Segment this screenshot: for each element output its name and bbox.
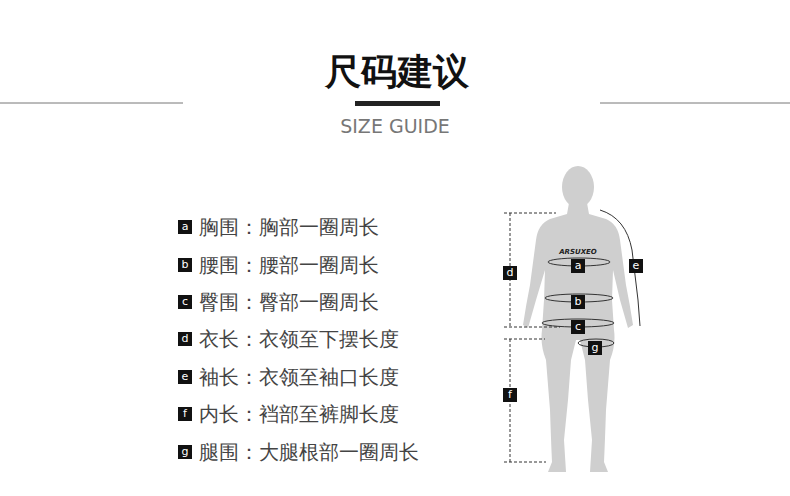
size-description: 胸围：胸部一圈周长 [199, 214, 379, 241]
title: 尺码建议 [325, 48, 469, 97]
figure-letter-tag: d [503, 266, 517, 280]
size-description: 腰围：腰部一圈周长 [199, 252, 379, 279]
brand-mark: ARSUXEO [559, 248, 597, 256]
figure-letter-tag: a [571, 259, 585, 273]
size-description: 衣长：衣领至下摆长度 [199, 326, 399, 353]
letter: a [182, 220, 189, 233]
size-description: 袖长：衣领至袖口长度 [199, 364, 399, 391]
letter: a [575, 259, 582, 272]
letter: d [182, 332, 189, 345]
letter: f [183, 407, 187, 420]
list-letter-tag: g [178, 445, 192, 459]
size-description: 臀围：臀部一圈周长 [199, 289, 379, 316]
size-description: 腿围：大腿根部一圈周长 [199, 439, 419, 466]
letter: d [507, 266, 514, 279]
letter: f [508, 388, 512, 401]
body-silhouette [523, 166, 633, 472]
rule-line [600, 103, 790, 104]
subtitle: SIZE GUIDE [340, 115, 450, 137]
list-letter-tag: e [178, 370, 192, 384]
figure-letter-tag: f [503, 388, 517, 402]
list-letter-tag: c [178, 295, 192, 309]
figure-letter-tag: e [629, 259, 643, 273]
letter: c [182, 295, 188, 308]
figure-letter-tag: g [588, 341, 602, 355]
letter: e [633, 259, 640, 272]
dimension-lines [504, 210, 640, 462]
figure-letter-tag: b [571, 295, 585, 309]
rule-line [0, 103, 183, 104]
list-letter-tag: a [178, 220, 192, 234]
size-description: 内长：裆部至裤脚长度 [199, 401, 399, 428]
letter: b [575, 295, 582, 308]
list-letter-tag: b [178, 258, 192, 272]
figure-letter-tag: c [571, 320, 585, 334]
letter: g [592, 341, 599, 354]
letter: e [182, 370, 189, 383]
title-bar [355, 101, 440, 106]
letter: c [575, 320, 581, 333]
letter: g [182, 445, 189, 458]
list-letter-tag: f [178, 407, 192, 421]
letter: b [182, 258, 189, 271]
list-letter-tag: d [178, 332, 192, 346]
